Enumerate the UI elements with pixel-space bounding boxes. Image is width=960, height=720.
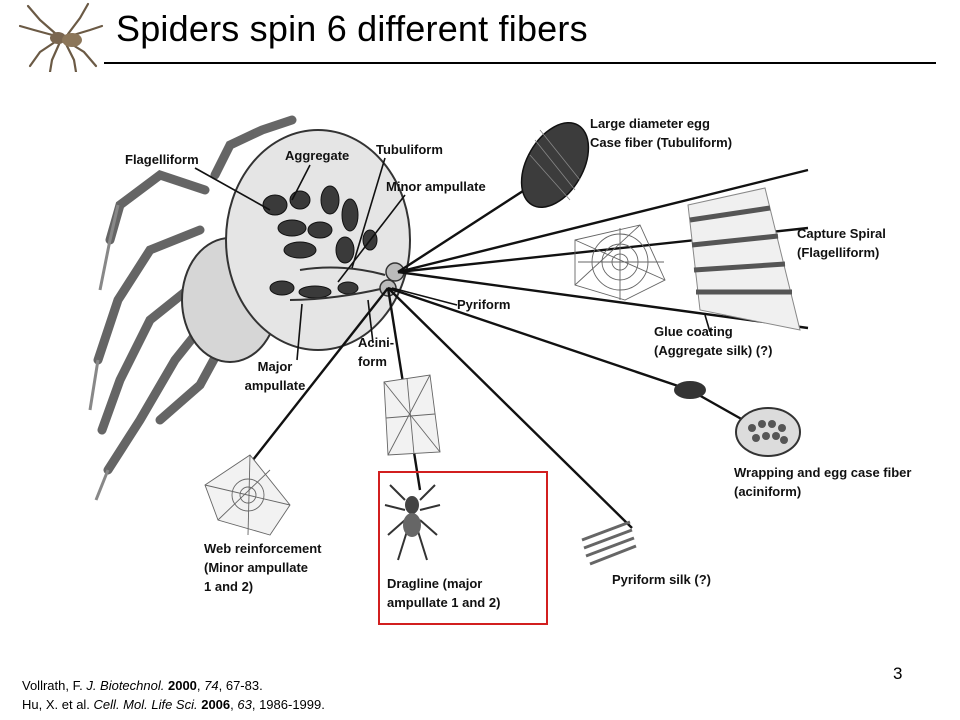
label-wrap-line1: Wrapping and egg case fiber — [734, 465, 912, 480]
slide-title: Spiders spin 6 different fibers — [116, 8, 588, 49]
label-web-line1: Web reinforcement — [204, 541, 322, 556]
label-aggregate: Aggregate — [285, 148, 350, 163]
label-egg-case-line1: Large diameter egg — [590, 116, 710, 131]
spider-photo-icon — [18, 2, 104, 72]
label-wrap-line2: (aciniform) — [734, 484, 802, 499]
label-pyriform: Pyriform — [457, 297, 511, 312]
label-major-line1: Major — [257, 359, 293, 374]
label-capture-line2: (Flagelliform) — [797, 245, 880, 260]
label-aciniform-line1: Acini- — [358, 335, 395, 350]
label-glue-coating: Glue coating (Aggregate silk) (?) — [654, 322, 772, 360]
ref2-year: 2006 — [201, 697, 231, 712]
label-web-line3: 1 and 2) — [204, 579, 254, 594]
label-egg-case-line2: Case fiber (Tubuliform) — [590, 135, 733, 150]
label-aciniform-line2: form — [358, 354, 387, 369]
label-drag-line2: ampullate 1 and 2) — [387, 595, 501, 610]
label-capture-line1: Capture Spiral — [797, 226, 886, 241]
aciniform-sheet-drawing — [383, 374, 441, 456]
silk-glands — [262, 185, 378, 299]
references: Vollrath, F. J. Biotechnol. 2000, 74, 67… — [22, 676, 325, 714]
label-capture-spiral: Capture Spiral (Flagelliform) — [797, 224, 886, 262]
label-flagelliform: Flagelliform — [125, 152, 199, 167]
label-egg-case-fiber: Large diameter egg Case fiber (Tubulifor… — [590, 114, 732, 152]
pyriform-attachment-drawing — [581, 520, 637, 566]
title-underline — [104, 62, 936, 64]
label-major-ampullate: Major ampullate — [235, 357, 315, 395]
label-dragline: Dragline (major ampullate 1 and 2) — [387, 574, 500, 612]
label-glue-line2: (Aggregate silk) (?) — [654, 343, 773, 358]
label-tubuliform: Tubuliform — [376, 142, 443, 157]
ref1-authors: Vollrath, F. — [22, 678, 87, 693]
label-pyriform-silk: Pyriform silk (?) — [612, 572, 711, 587]
orb-web-drawing — [574, 224, 666, 301]
dragline-spider-drawing — [384, 484, 441, 561]
ref2-authors: Hu, X. et al. — [22, 697, 94, 712]
reference-1: Vollrath, F. J. Biotechnol. 2000, 74, 67… — [22, 678, 263, 693]
label-glue-line1: Glue coating — [654, 324, 733, 339]
ref1-volume: 74 — [204, 678, 219, 693]
capture-spiral-drawing — [687, 187, 801, 331]
ref2-journal: Cell. Mol. Life Sci. — [93, 697, 198, 712]
reference-2: Hu, X. et al. Cell. Mol. Life Sci. 2006,… — [22, 697, 325, 712]
label-web-reinforcement: Web reinforcement (Minor ampullate 1 and… — [204, 539, 322, 596]
page-number: 3 — [893, 664, 903, 683]
label-drag-line1: Dragline (major — [387, 576, 483, 591]
label-major-line2: ampullate — [244, 378, 306, 393]
spider-abdomen — [225, 129, 411, 351]
ref1-year: 2000 — [167, 678, 197, 693]
label-web-line2: (Minor ampullate — [204, 560, 309, 575]
web-reinforcement-drawing — [204, 454, 291, 536]
ref1-pages: , 67-83. — [218, 678, 263, 693]
dragline-highlight-box — [378, 471, 548, 625]
label-minor-ampullate: Minor ampullate — [386, 179, 486, 194]
ref1-journal: J. Biotechnol. — [86, 678, 165, 693]
wrapped-egg-case-drawing — [735, 407, 801, 457]
ref2-volume: 63 — [237, 697, 252, 712]
label-aciniform: Acini- form — [358, 333, 394, 371]
label-wrapping-egg-case: Wrapping and egg case fiber (aciniform) — [734, 463, 911, 501]
ref2-pages: , 1986-1999. — [251, 697, 325, 712]
